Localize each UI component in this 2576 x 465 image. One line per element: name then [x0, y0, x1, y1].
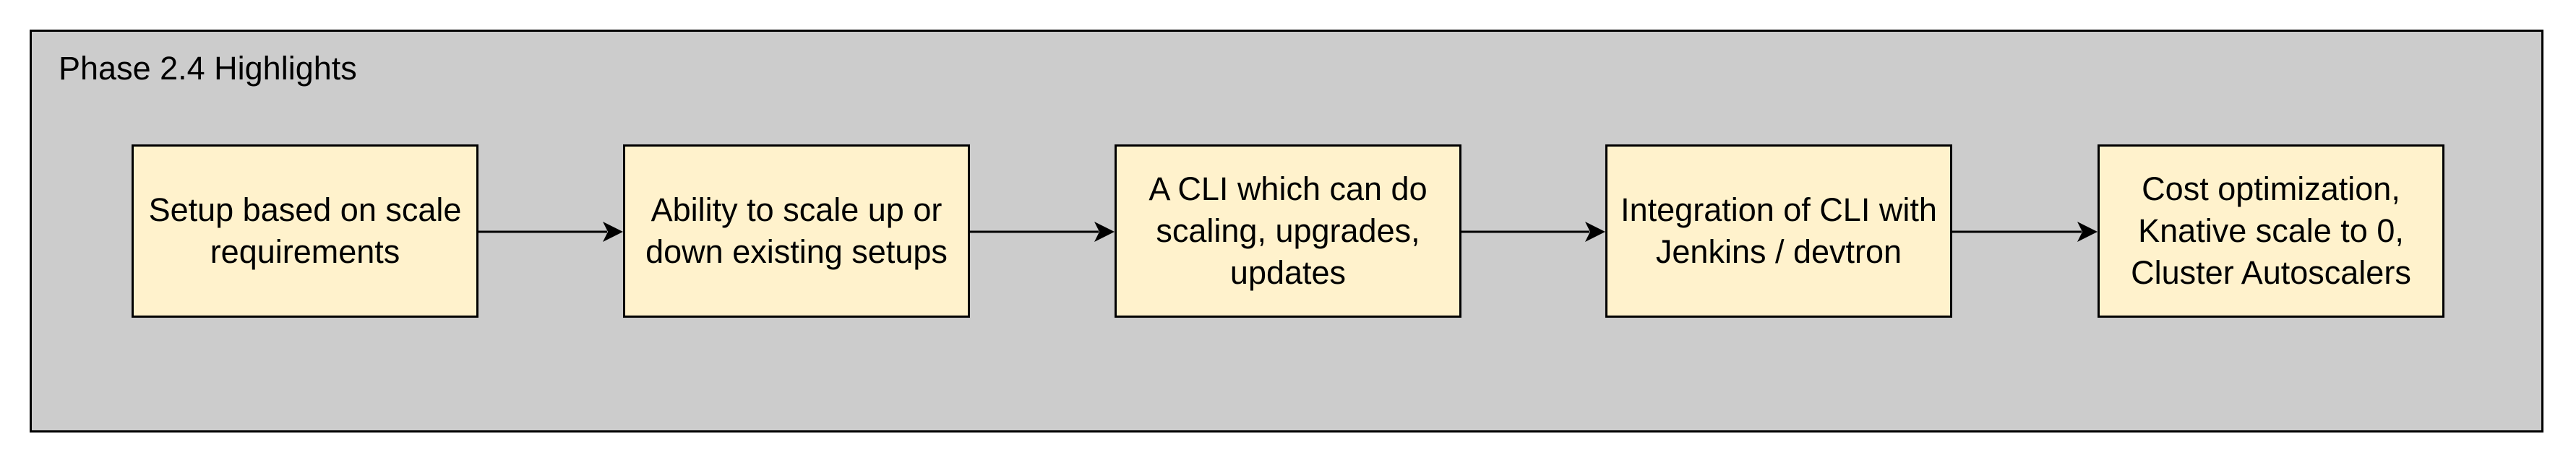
step-label-1: Setup based on scale requirements: [148, 191, 462, 270]
step-box-4[interactable]: Integration of CLI with Jenkins / devtro…: [1605, 144, 1952, 318]
step-label-2: Ability to scale up or down existing set…: [645, 191, 948, 270]
step-box-2[interactable]: Ability to scale up or down existing set…: [623, 144, 970, 318]
step-box-3[interactable]: A CLI which can do scaling, upgrades, up…: [1115, 144, 1461, 318]
phase-title: Phase 2.4 Highlights: [59, 50, 357, 87]
step-box-5[interactable]: Cost optimization, Knative scale to 0, C…: [2098, 144, 2444, 318]
step-label-3: A CLI which can do scaling, upgrades, up…: [1149, 170, 1427, 291]
step-label-4: Integration of CLI with Jenkins / devtro…: [1620, 191, 1937, 270]
step-label-5: Cost optimization, Knative scale to 0, C…: [2131, 170, 2411, 291]
step-box-1[interactable]: Setup based on scale requirements: [132, 144, 478, 318]
